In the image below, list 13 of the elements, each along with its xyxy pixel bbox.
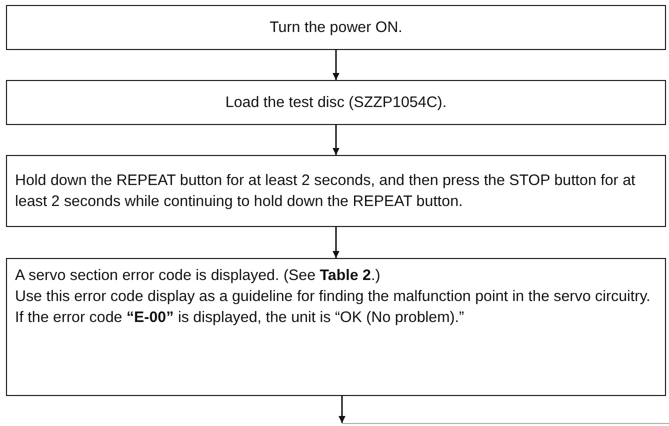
arrow: [338, 396, 346, 423]
arrow: [332, 125, 340, 155]
process-box: [6, 258, 666, 396]
arrow: [332, 227, 340, 258]
process-box: [6, 5, 666, 50]
process-box: [6, 155, 666, 227]
arrow: [332, 50, 340, 80]
step-text: A servo section error code is displayed. (See Table 2.): [15, 266, 382, 286]
step-text: Hold down the REPEAT button for at least 2 seconds, and then press the STOP button for at least 2 seconds while continuing to hold down the REPEAT button.: [15, 171, 636, 212]
step-text: Turn the power ON.: [270, 18, 402, 38]
step-text: Load the test disc (SZZP1054C).: [225, 93, 447, 113]
step-text: Use this error code display as a guideline for finding the malfunction point in the servo circuitry. If the error code “E-00” is displayed, the unit is “OK (No problem).”: [15, 287, 652, 328]
process-box: [6, 80, 666, 125]
